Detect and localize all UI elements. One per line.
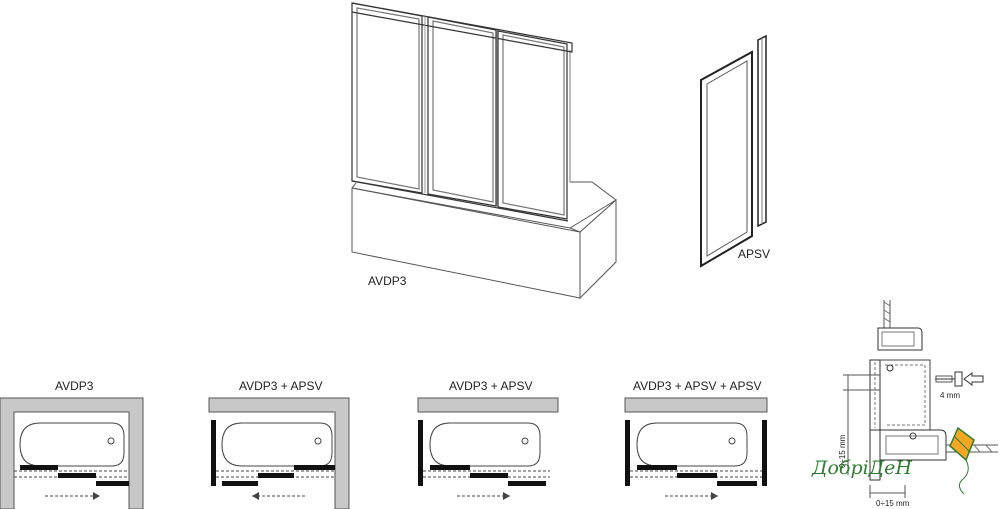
dim-bottom-label: 0÷15 mm xyxy=(876,499,910,508)
apsv-main-label: APSV xyxy=(738,247,770,261)
plan3-label: AVDP3 + APSV xyxy=(449,379,533,393)
plan4-label: AVDP3 + APSV + APSV xyxy=(633,379,762,393)
dim-vertical-label: 0÷15 mm xyxy=(838,434,847,468)
plan2-label: AVDP3 + APSV xyxy=(239,379,323,393)
avdp3-perspective-view xyxy=(351,2,617,300)
plan-view-avdp3 xyxy=(0,397,144,509)
avdp3-main-label: AVDP3 xyxy=(368,274,407,288)
plan-view-avdp3-apsv xyxy=(208,397,350,509)
plan-view-avdp3-apsv-2 xyxy=(417,397,559,500)
logo-text: ДобріДеН xyxy=(811,457,912,479)
dim-screw-label: 4 mm xyxy=(940,391,960,400)
plan-view-avdp3-apsv-apsv xyxy=(624,397,768,500)
logo: ДобріДеН xyxy=(811,426,975,495)
plan1-label: AVDP3 xyxy=(55,379,94,393)
apsv-perspective-view xyxy=(700,34,767,268)
